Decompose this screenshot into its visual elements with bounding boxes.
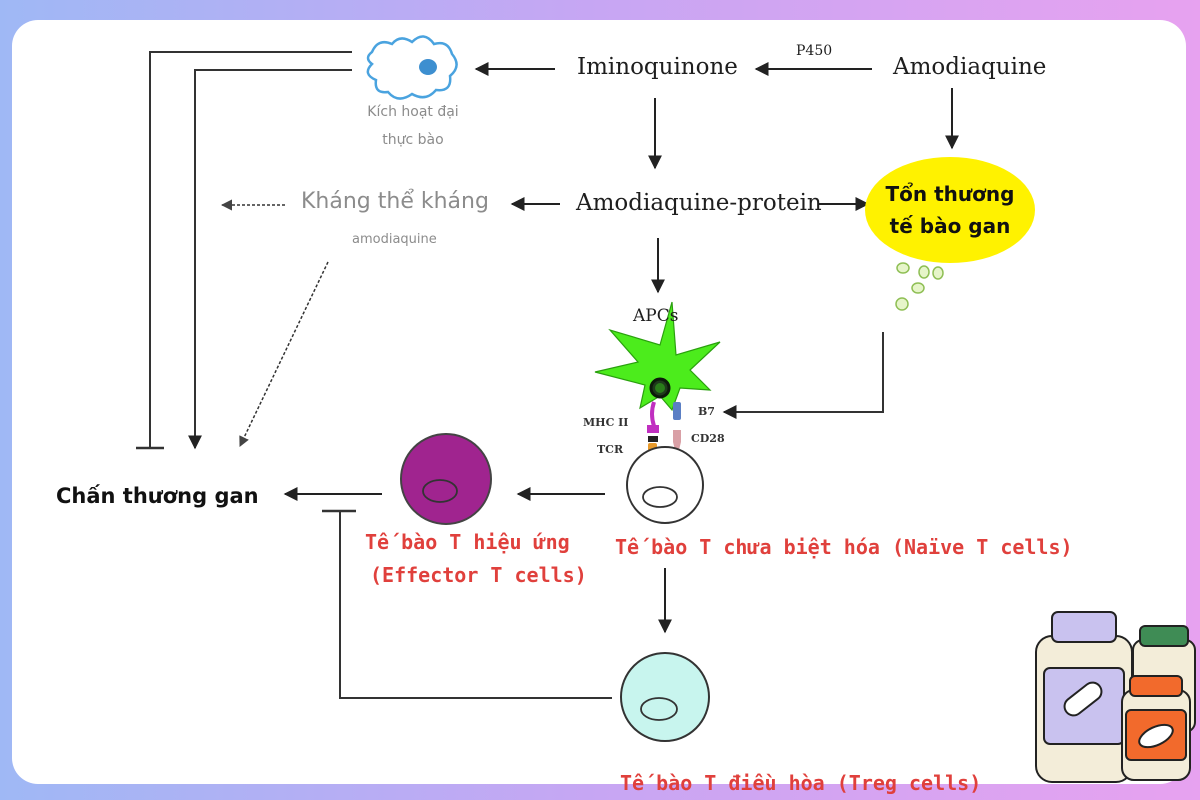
damage-to-b7-arrow [722, 332, 884, 419]
tcr-label: TCR [597, 443, 624, 456]
diagram-card [12, 20, 1186, 784]
liver-injury-label: Chấn thương gan [56, 484, 259, 508]
antibody-to-injury-dashed-arrow [239, 261, 329, 447]
p450-label: P450 [796, 43, 833, 59]
macrophage-label-line2: thực bào [382, 132, 444, 148]
macrophage-inhibition-line [136, 51, 352, 450]
liver-damage-label-line2: tế bào gan [889, 214, 1011, 238]
antibody-label-line2: amodiaquine [352, 232, 437, 247]
treg-inhibition-line [322, 509, 612, 699]
antibody-label-line1: Kháng thể kháng [301, 189, 489, 214]
naive-t-cell-icon [626, 446, 704, 524]
macrophage-label-line1: Kích hoạt đại [367, 104, 459, 120]
cd28-label: CD28 [691, 432, 725, 445]
naive-label: Tế bào T chưa biệt hóa (Naïve T cells) [615, 535, 1073, 559]
b7-label: B7 [698, 405, 715, 418]
iminoquinone-label: Iminoquinone [577, 54, 738, 80]
amodiaquine-label: Amodiaquine [893, 54, 1047, 80]
cell-fragments [895, 262, 944, 311]
macrophage-cell-icon [366, 35, 458, 100]
macrophage-to-injury-arrow [188, 69, 352, 450]
effector-label-line2: (Effector T cells) [370, 563, 587, 587]
medicine-bottles-icon [1035, 611, 1196, 783]
apc-dendritic-cell-icon [594, 301, 721, 412]
treg-cell-icon [620, 652, 710, 742]
liver-damage-highlight [865, 157, 1035, 263]
mhc2-label: MHC II [583, 416, 629, 429]
liver-damage-label-line1: Tổn thương [885, 182, 1015, 206]
treg-label: Tế bào T điều hòa (Treg cells) [620, 771, 982, 795]
amodiaquine-protein-label: Amodiaquine-protein [576, 190, 822, 216]
effector-t-cell-icon [400, 433, 492, 525]
effector-label-line1: Tế bào T hiệu ứng [365, 530, 570, 554]
apcs-label: APCs [633, 306, 679, 326]
